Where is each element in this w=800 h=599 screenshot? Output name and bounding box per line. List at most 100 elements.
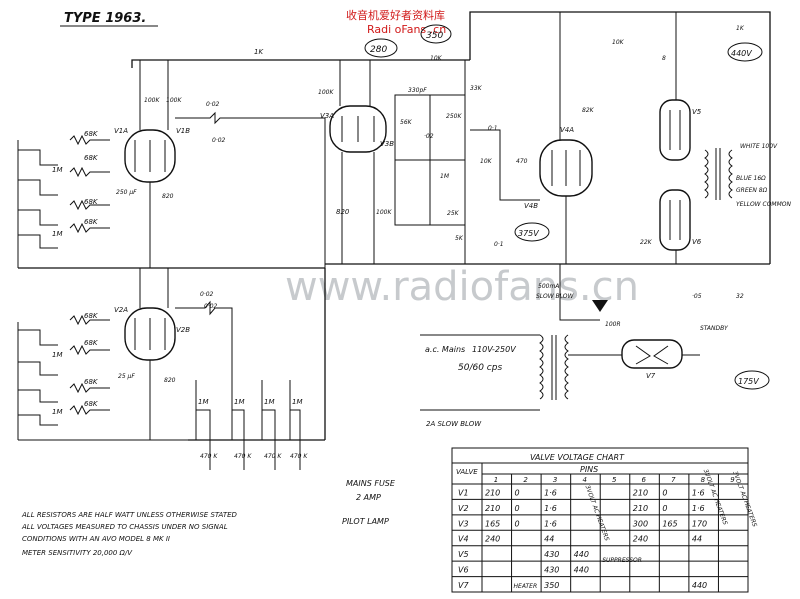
r820-b: 820 xyxy=(164,377,176,384)
r470k-1: 470 K xyxy=(200,453,218,460)
chart-pin-header: 5 xyxy=(612,476,617,484)
chart-row-valve: V1 xyxy=(458,488,469,497)
r68k-4: 68K xyxy=(84,218,99,226)
chart-rotated-note: 3VOLT AC HEATERS xyxy=(584,484,611,542)
site-name-cn: 收音机爱好者资料库 xyxy=(346,8,445,22)
r820-c: 820 xyxy=(336,208,350,216)
chart-pin-header: 2 xyxy=(523,476,528,484)
coupling-wire-v2 xyxy=(175,300,233,380)
note-line3: CONDITIONS WITH AN AVO MODEL 8 MK II xyxy=(22,535,170,543)
svg-text:280: 280 xyxy=(370,45,387,55)
c002-d: 0·02 xyxy=(204,303,218,310)
chart-cell-value: 165 xyxy=(662,519,677,528)
fuse-wire xyxy=(559,264,600,321)
r1k-top: 1K xyxy=(254,48,264,56)
r820-a: 820 xyxy=(162,193,174,200)
chart-cell-value: 0 xyxy=(662,488,667,497)
chart-row-valve: V3 xyxy=(458,519,469,528)
r68k-5: 68K xyxy=(84,312,99,320)
r5k: 5K xyxy=(455,235,464,242)
chart-pin-header: 7 xyxy=(671,476,676,484)
output-transformer xyxy=(704,148,733,200)
mains-voltage: 110V-250V xyxy=(472,345,516,354)
r68k-2: 68K xyxy=(84,154,99,162)
chart-row-valve: V5 xyxy=(458,550,469,559)
coupling-wire-v1 xyxy=(175,111,326,268)
chart-cell-value: 210 xyxy=(633,488,648,497)
r68k-6: 68K xyxy=(84,339,99,347)
chart-cell-value: 240 xyxy=(485,535,500,544)
valve-v6 xyxy=(659,189,691,251)
r100k-d: 100K xyxy=(376,209,392,216)
mains-transformer xyxy=(420,334,569,411)
r470k-3: 470 K xyxy=(264,453,282,460)
chart-cell-value: 240 xyxy=(633,535,648,544)
c8: 8 xyxy=(662,55,666,62)
chart-pin-header: 6 xyxy=(642,476,647,484)
chart-cell-value: 0 xyxy=(515,519,520,528)
v5-label: V5 xyxy=(692,108,702,116)
valve-v7 xyxy=(568,339,700,369)
r68k-3: 68K xyxy=(84,198,99,206)
chart-cell-value: 210 xyxy=(485,504,500,513)
tx-green: GREEN 8Ω xyxy=(736,187,768,194)
mixer-pots xyxy=(195,380,301,470)
svg-text:375V: 375V xyxy=(518,229,539,238)
v4b-label: V4B xyxy=(524,202,538,210)
chart-cell-value: 170 xyxy=(692,519,707,528)
input-jacks-v1 xyxy=(17,140,58,268)
c250: 250 μF xyxy=(116,189,137,196)
chart-row-valve: V2 xyxy=(458,504,469,513)
chart-cell-value: 1·6 xyxy=(544,488,557,497)
r470: 470 xyxy=(516,158,528,165)
chart-cell-value: 44 xyxy=(692,535,702,544)
r10k-a: 10K xyxy=(430,55,443,62)
v3a-label: V3A xyxy=(320,112,334,120)
mains-label: a.c. Mains xyxy=(425,345,465,354)
tx-white: WHITE 100V xyxy=(740,143,778,150)
r1m-m2: 1M xyxy=(234,398,245,406)
chart-cell-value: 210 xyxy=(485,488,500,497)
c32: 32 xyxy=(736,293,744,300)
c01-a: 0·1 xyxy=(488,125,498,132)
c002-a: 0·02 xyxy=(206,101,220,108)
r22k: 22K xyxy=(640,239,653,246)
note-line4: METER SENSITIVITY 20,000 Ω/V xyxy=(22,549,133,557)
valve-v5 xyxy=(659,99,691,161)
r1m-m3: 1M xyxy=(264,398,275,406)
chart-cell-value: 440 xyxy=(574,566,589,575)
note-pilot: PILOT LAMP xyxy=(342,517,389,526)
valve-v3 xyxy=(329,60,387,264)
r10k-c: 10K xyxy=(612,39,625,46)
chart-row-valve: V4 xyxy=(458,535,469,544)
r100k-b: 100K xyxy=(166,97,182,104)
v2a-label: V2A xyxy=(114,306,128,314)
slow-blow: SLOW BLOW xyxy=(536,293,575,300)
v6-label: V6 xyxy=(692,238,702,246)
callout-175v: 175V xyxy=(734,370,770,390)
r1k-b: 1K xyxy=(736,25,745,32)
chart-cell-value: 1·6 xyxy=(544,519,557,528)
fuse-500ma: 500mA xyxy=(538,283,559,290)
chart-pin-header: 9 xyxy=(730,476,735,484)
callout-375v: 375V xyxy=(514,222,550,242)
r470k-4: 470 K xyxy=(290,453,308,460)
r1m-1: 1M xyxy=(52,166,63,174)
chart-cell-value: 44 xyxy=(544,535,554,544)
r33k: 33K xyxy=(470,85,483,92)
valve-v4 xyxy=(470,12,593,264)
chart-rotated-note: HEATER xyxy=(514,583,538,590)
c05: ·05 xyxy=(692,293,702,300)
c002-c: 0·02 xyxy=(200,291,214,298)
r68k-1: 68K xyxy=(84,130,99,138)
site-name-en: Radi oFans .cn xyxy=(367,23,446,36)
r1m-3: 1M xyxy=(52,351,63,359)
chart-cell-value: 210 xyxy=(633,504,648,513)
v4a-label: V4A xyxy=(560,126,574,134)
chart-cell-value: 1·6 xyxy=(692,488,705,497)
chart-cell-value: 1·6 xyxy=(692,504,705,513)
r470k-2: 470 K xyxy=(234,453,252,460)
chart-pin-header: 3 xyxy=(553,476,557,484)
